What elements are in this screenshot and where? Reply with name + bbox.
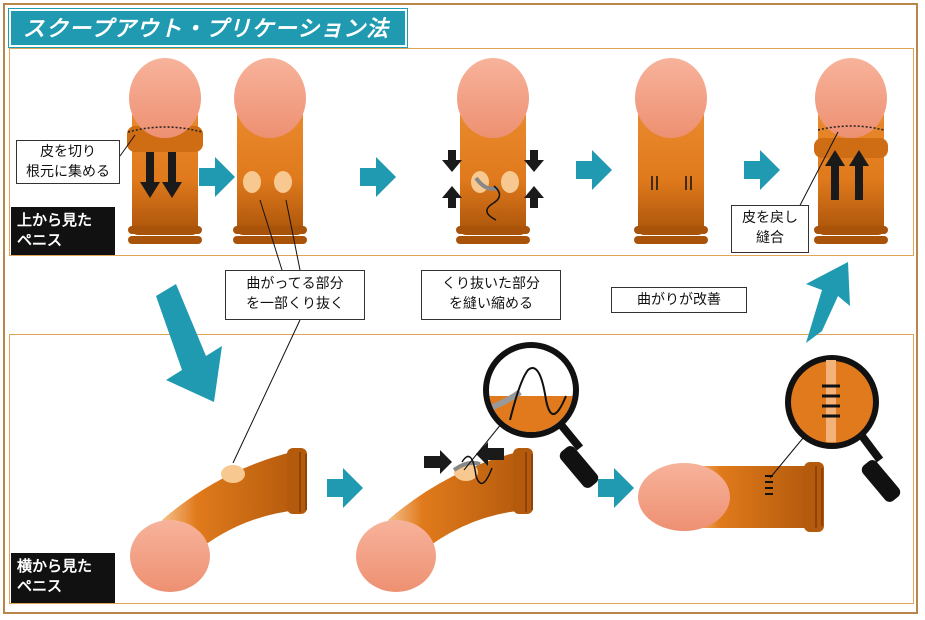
scoop-label-line2: を一部くり抜く [246,296,344,312]
step-arrow-icon [327,468,363,508]
skin-cut-label: 皮を切り 根元に集める [16,140,120,184]
top-figure-4 [634,58,708,244]
side-view-label-line1: 横から見た [17,557,93,575]
top-view-label: 上から見た ペニス [11,207,115,255]
step-arrow-icon [360,157,396,197]
step-arrow-icon [576,150,612,190]
side-figure-1 [130,448,307,592]
up-diagonal-arrow-icon [806,262,850,343]
top-figure-1 [119,58,203,244]
magnifier-icon [769,355,901,502]
side-view-label-line2: ペニス [17,577,63,595]
top-figure-2 [233,58,307,244]
step-arrow-icon [598,468,634,508]
magnifier-icon [463,342,599,488]
step-arrow-icon [744,150,780,190]
improved-label: 曲がりが改善 [611,287,747,313]
restore-label-line1: 皮を戻し [742,210,798,226]
page-title: スクープアウト・プリケーション法 [9,9,407,47]
outer-frame [3,3,918,614]
top-figure-5 [794,58,888,244]
side-figure-3 [638,462,824,532]
top-view-label-line1: 上から見た [17,211,93,229]
suture-label-line2: を縫い縮める [449,296,533,312]
top-view-label-line2: ペニス [17,231,63,249]
scoop-label-line1: 曲がってる部分 [246,276,344,292]
up-arrow-icon [825,150,869,200]
restore-suture-label: 皮を戻し 縫合 [731,205,809,253]
down-arrow-icon [140,152,182,198]
step-arrow-icon [199,157,235,197]
down-diagonal-arrow-icon [156,284,222,402]
side-figure-2 [356,442,533,592]
skin-cut-label-line1: 皮を切り [40,144,96,160]
top-figure-3 [442,58,544,244]
suture-label-line1: くり抜いた部分 [442,276,540,292]
restore-label-line2: 縫合 [756,230,784,246]
suture-label: くり抜いた部分 を縫い縮める [421,270,561,320]
skin-cut-label-line2: 根元に集める [26,164,110,180]
side-view-label: 横から見た ペニス [11,553,115,603]
scoop-out-label: 曲がってる部分 を一部くり抜く [225,270,365,320]
compress-arrow-icon [442,150,544,208]
